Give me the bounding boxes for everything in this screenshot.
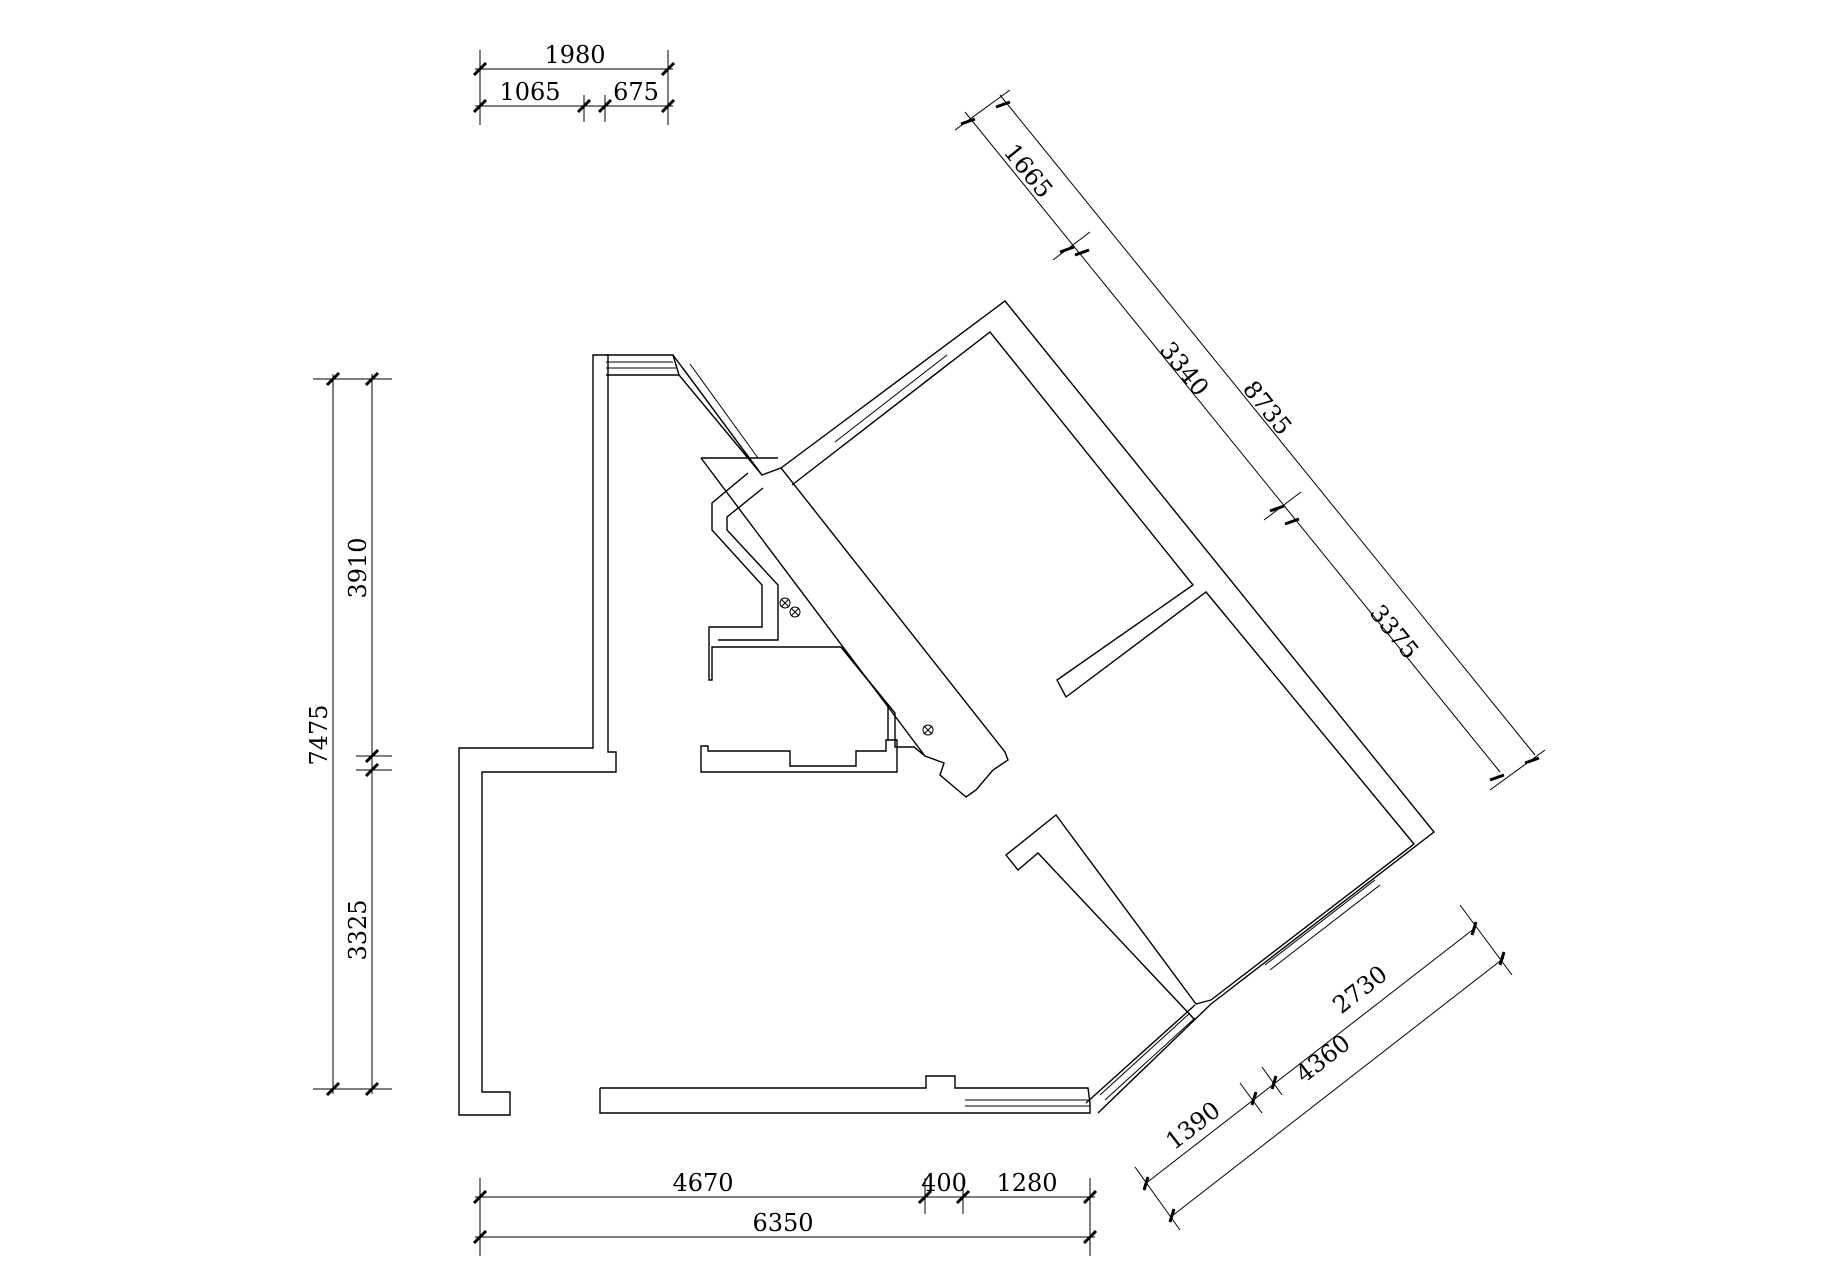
- northeast-outer-wall: [780, 300, 1435, 1005]
- drain-icon: [779, 597, 791, 609]
- interior-partition: [1005, 813, 1212, 1021]
- drain-icon: [922, 724, 934, 736]
- dimension-labels: 1980 1065 675 7475 3910 3325 4670 400 12…: [305, 41, 1424, 1237]
- bottom-dimension-chain: [472, 1178, 1098, 1256]
- dim-right-part-c: 3375: [1364, 599, 1424, 664]
- northeast-inner-wall: [791, 331, 1416, 1001]
- dim-left-lower: 3325: [344, 899, 372, 960]
- upper-diagonal-wall: [672, 354, 1009, 798]
- right-diagonal-dimension-chain: [954, 89, 1546, 791]
- dim-right-part-a: 1665: [998, 138, 1058, 203]
- dim-bottom-overall: 6350: [752, 1209, 813, 1237]
- kitchen-counter-upper: [708, 472, 926, 757]
- windows: [606, 354, 1381, 1107]
- lower-diagonal-inner: [1085, 1004, 1196, 1104]
- fixtures: [779, 597, 934, 736]
- dim-top-part-a: 1065: [499, 78, 560, 106]
- lower-diagonal-wall: [1097, 1003, 1212, 1114]
- bottom-wall: [599, 1075, 1091, 1114]
- walls: [458, 300, 1435, 1116]
- top-left-window-frame: [606, 354, 680, 376]
- dim-top-part-b: 675: [613, 78, 659, 106]
- dim-bottom-part-a: 4670: [672, 1169, 733, 1197]
- dim-top-overall: 1980: [544, 41, 605, 69]
- lower-right-dimension-chain: [1134, 904, 1513, 1231]
- drain-icon: [789, 606, 801, 618]
- dim-left-upper: 3910: [344, 537, 372, 598]
- dim-bottom-part-b: 400: [921, 1169, 967, 1197]
- dim-right-part-b: 3340: [1154, 336, 1214, 401]
- left-dimension-chain: [313, 371, 392, 1097]
- dimension-lines: [313, 50, 1546, 1256]
- kitchen-inner-return: [840, 646, 889, 740]
- kitchen-counter-inner: [718, 487, 779, 641]
- dim-bottom-part-c: 1280: [996, 1169, 1057, 1197]
- dim-left-overall: 7475: [305, 704, 333, 765]
- dim-lower-right-part-b: 2730: [1327, 960, 1392, 1020]
- dim-lower-right-overall: 4360: [1290, 1029, 1355, 1089]
- top-dimension-chain: [472, 50, 676, 125]
- kitchen-counter-lower: [700, 739, 898, 773]
- left-outer-wall: [458, 354, 617, 1116]
- dim-right-overall: 8735: [1237, 375, 1297, 440]
